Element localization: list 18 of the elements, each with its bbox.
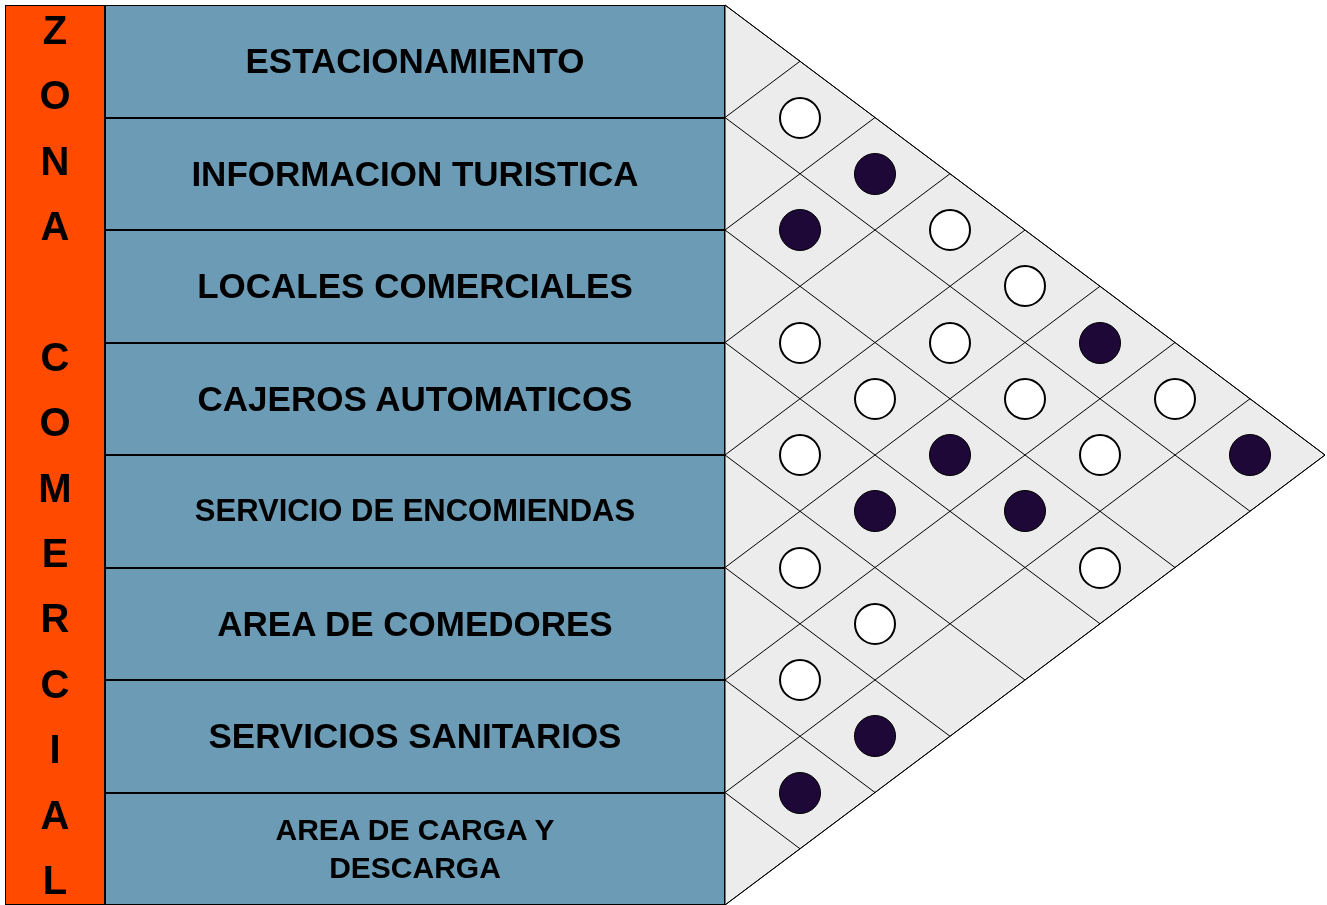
item-label: INFORMACION TURISTICA bbox=[191, 152, 639, 195]
item-label: SERVICIOS SANITARIOS bbox=[208, 715, 622, 758]
item-label: AREA DE CARGA Y DESCARGA bbox=[274, 812, 556, 886]
item-label: ESTACIONAMIENTO bbox=[245, 40, 585, 83]
item-box bbox=[105, 5, 725, 118]
item-label: SERVICIO DE ENCOMIENDAS bbox=[194, 491, 636, 530]
band-label: ZONA COMERCIAL bbox=[38, 10, 72, 900]
item-label: CAJEROS AUTOMATICOS bbox=[197, 377, 633, 420]
item-label: AREA DE COMEDORES bbox=[217, 602, 613, 645]
item-label: LOCALES COMERCIALES bbox=[197, 265, 633, 308]
item-box bbox=[105, 455, 725, 568]
item-box bbox=[105, 230, 725, 343]
item-box bbox=[105, 342, 725, 455]
item-box bbox=[105, 680, 725, 793]
vertical-band bbox=[5, 5, 105, 905]
item-box bbox=[105, 567, 725, 680]
item-box bbox=[105, 117, 725, 230]
item-box bbox=[105, 792, 725, 905]
